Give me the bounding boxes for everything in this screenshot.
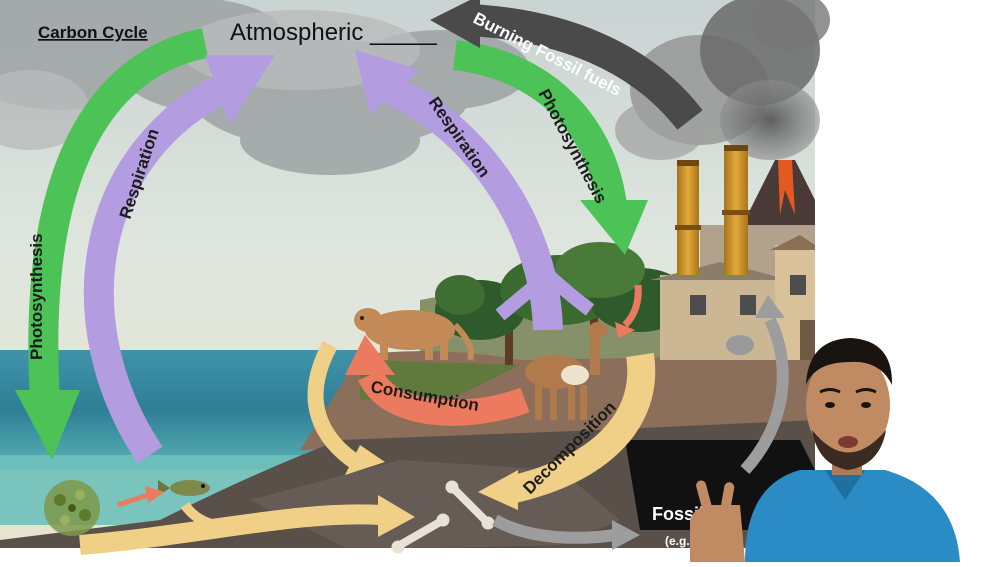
bone-icon: [391, 480, 495, 554]
smoke: [615, 0, 830, 160]
volcano-icon: [740, 160, 815, 240]
photosynthesis-left-arrow: [28, 28, 209, 401]
consumption-arrow: [358, 368, 530, 426]
photosynthesis-left-arrowhead: [15, 390, 80, 460]
peace-hand-icon: [690, 480, 745, 562]
presenter-avatar: [745, 338, 960, 562]
burning-fossil-fuels-arrowhead: [430, 0, 480, 48]
phytoplankton-icon: [44, 480, 100, 536]
atmosphere-label: Atmospheric _____: [230, 19, 437, 46]
fossil-formation-arrow: [492, 514, 616, 544]
extraction-arrow: [740, 317, 789, 475]
ocean-decay-arrow: [79, 504, 381, 555]
diagram-title: Carbon Cycle: [38, 23, 148, 42]
photosynthesis-right-arrowhead: [580, 200, 648, 255]
burning-fossil-fuels-arrow: [469, 4, 703, 130]
respiration-center-arrowhead: [355, 50, 420, 115]
ocean: [0, 350, 370, 470]
consumption-arrowhead: [345, 335, 395, 375]
decomposition-arrowhead: [478, 470, 518, 510]
cougar-icon: [354, 308, 474, 361]
photosynthesis-right-arrow: [452, 40, 627, 208]
bottom-strip: [0, 548, 815, 562]
photosynthesis-left-label: Photosynthesis: [27, 233, 46, 360]
llama-icon: [525, 322, 608, 420]
fossil-fuels-example: (e.g.: [665, 534, 690, 548]
cougar-decay-arrow: [307, 341, 365, 472]
respiration-left-arrowhead: [205, 55, 275, 125]
decomposition-arrow: [506, 352, 656, 504]
respiration-left-arrow: [83, 71, 237, 464]
